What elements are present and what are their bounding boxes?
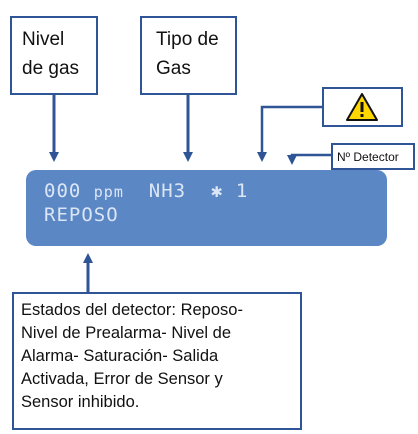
lcd-display: 000 ppm NH3 ✱ 1 REPOSO <box>26 170 387 246</box>
arrow-n-detector <box>287 153 331 165</box>
estados-line: Activada, Error de Sensor y <box>21 370 223 388</box>
estados-line: Estados del detector: Reposo- <box>21 301 243 319</box>
arrow-alarma <box>257 105 322 162</box>
label-tipo-line1: Tipo de <box>156 29 219 50</box>
label-tipo-de-gas: Tipo de Gas <box>140 16 237 95</box>
lcd-detector-number: 1 <box>235 180 249 202</box>
label-nivel-de-gas: Nivel de gas <box>10 16 98 95</box>
lcd-concentration: 000 <box>44 180 82 202</box>
warning-icon <box>346 93 378 121</box>
estados-line: Nivel de Prealarma- Nivel de <box>21 324 231 342</box>
lcd-line-2: REPOSO <box>44 204 119 226</box>
estados-description: Estados del detector: Reposo- Nivel de P… <box>12 292 302 430</box>
estados-line: Sensor inhibido. <box>21 393 140 411</box>
label-nivel-line2: de gas <box>22 58 80 79</box>
lcd-unit: ppm <box>93 183 124 201</box>
lcd-gas: NH3 <box>148 180 187 202</box>
estados-line: Alarma- Saturación- Salida <box>21 347 219 365</box>
label-tipo-line2: Gas <box>156 58 191 79</box>
lcd-alarm-symbol: ✱ <box>210 180 224 202</box>
label-nivel-line1: Nivel <box>22 29 65 50</box>
lcd-line-1: 000 ppm NH3 ✱ 1 <box>44 180 248 202</box>
label-n-detector: Nº Detector <box>331 143 415 170</box>
warning-box <box>322 87 403 127</box>
